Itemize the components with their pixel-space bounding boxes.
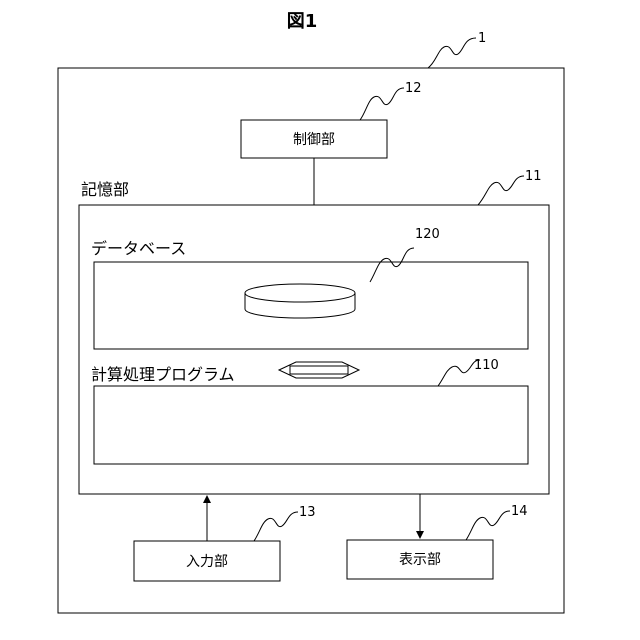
program-box: [94, 386, 528, 464]
control-unit-ref-number: 12: [405, 81, 422, 96]
storage-unit-label: 記憶部: [81, 180, 129, 199]
input-unit-ref-leader: [254, 512, 298, 541]
system-ref-leader: [428, 38, 476, 68]
storage-unit-ref-leader: [478, 176, 524, 205]
database-ref-leader: [370, 248, 414, 282]
figure-title: 図1: [287, 11, 318, 32]
control-unit-label: 制御部: [293, 132, 335, 148]
control-unit-ref-leader: [360, 88, 404, 120]
program-ref-number: 110: [474, 358, 499, 373]
database-ref-number: 120: [415, 227, 440, 242]
database-cylinder-icon: [245, 284, 355, 318]
system-ref-number: 1: [478, 31, 486, 46]
display-unit-label: 表示部: [399, 552, 441, 568]
database-label: データベース: [91, 239, 186, 258]
display-unit-ref-number: 14: [511, 504, 528, 519]
program-label: 計算処理プログラム: [91, 365, 235, 384]
input-unit-ref-number: 13: [299, 505, 316, 520]
bidirectional-arrow-icon: [279, 362, 359, 378]
input-unit-label: 入力部: [186, 554, 228, 570]
display-unit-ref-leader: [466, 511, 510, 540]
storage-unit-ref-number: 11: [525, 169, 542, 184]
